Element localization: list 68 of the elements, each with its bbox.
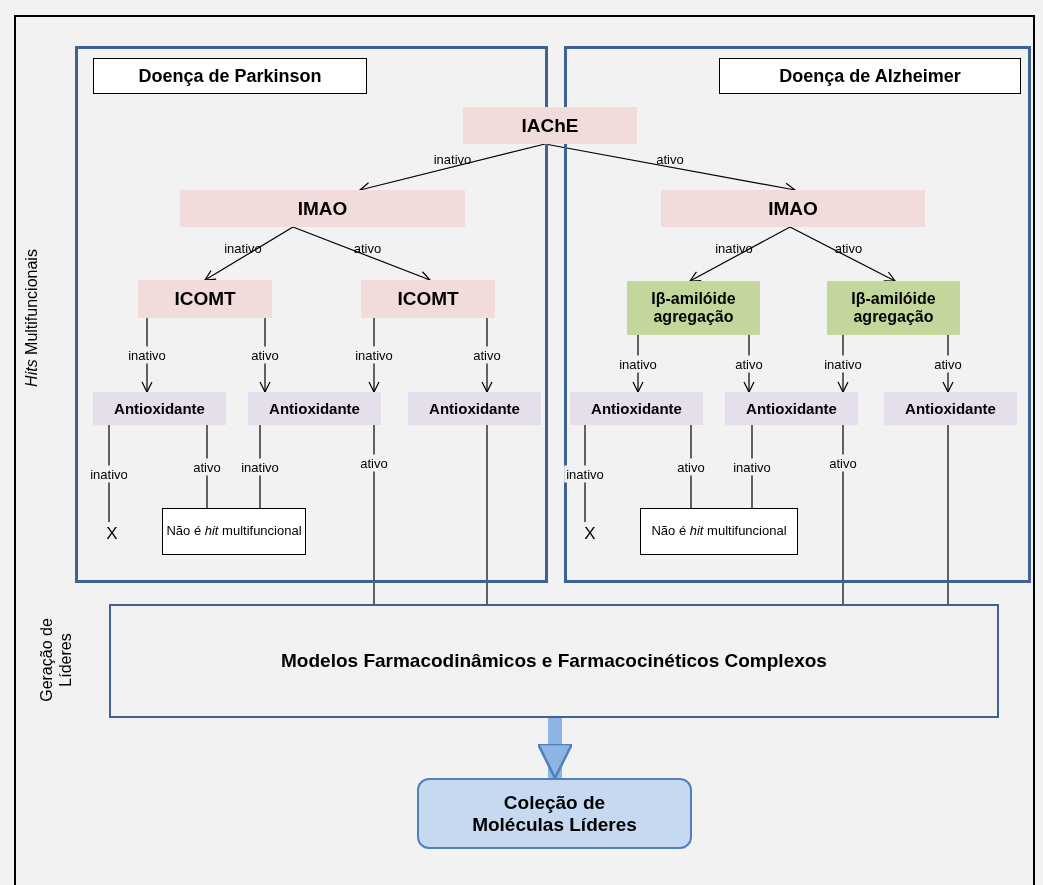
- edge-label: inativo: [223, 239, 263, 256]
- edge-label: ativo: [249, 346, 281, 364]
- edge-label: inativo: [617, 355, 659, 372]
- arrow: [689, 226, 791, 282]
- edge-label: inativo: [432, 150, 473, 168]
- arrow: [259, 317, 271, 393]
- test-box: ICOMT: [361, 280, 495, 318]
- test-box: Iβ-amilóide agregação: [827, 281, 960, 335]
- connector-line: [947, 424, 949, 605]
- arrow: [942, 334, 954, 393]
- side-label: Geração de Líderes: [36, 617, 75, 704]
- edge-label: ativo: [471, 346, 503, 364]
- connector-line: [690, 424, 692, 509]
- test-box: Iβ-amilóide agregação: [627, 281, 760, 335]
- test-box: ICOMT: [138, 280, 272, 318]
- result-box: Não é hit multifuncional: [162, 508, 306, 555]
- arrow: [204, 226, 294, 281]
- side-label: Hits Multifuncionais: [22, 249, 42, 387]
- result-mark: X: [100, 522, 124, 546]
- test-box: Antioxidante: [570, 392, 703, 425]
- edge-label: inativo: [126, 346, 168, 364]
- edge-label: ativo: [191, 458, 223, 475]
- arrow: [141, 317, 153, 393]
- edge-label: ativo: [358, 454, 390, 472]
- edge-label: ativo: [932, 355, 964, 372]
- edge-label: inativo: [822, 355, 864, 372]
- test-box: Antioxidante: [884, 392, 1017, 425]
- model-box: Modelos Farmacodinâmicos e Farmacocinéticos Complexos: [109, 604, 999, 718]
- edge-label: ativo: [675, 458, 707, 475]
- arrow: [481, 317, 493, 393]
- edge-label: inativo: [564, 465, 606, 482]
- connector-line: [584, 424, 586, 523]
- test-box: Antioxidante: [248, 392, 381, 425]
- edge-label: inativo: [353, 346, 395, 364]
- edge-label: ativo: [352, 239, 383, 256]
- arrow: [632, 334, 644, 393]
- result-box: Não é hit multifuncional: [640, 508, 798, 555]
- connector-line: [751, 424, 753, 509]
- connector-line: [108, 424, 110, 523]
- test-box: Antioxidante: [93, 392, 226, 425]
- arrow: [368, 317, 380, 393]
- test-box: Antioxidante: [725, 392, 858, 425]
- arrow: [789, 226, 896, 282]
- block-arrow: [536, 718, 574, 780]
- arrow: [743, 334, 755, 393]
- connector-line: [206, 424, 208, 509]
- arrow: [837, 334, 849, 393]
- edge-label: inativo: [88, 465, 130, 482]
- panel-heading: Doença de Parkinson: [93, 58, 367, 94]
- edge-label: ativo: [833, 239, 864, 257]
- edge-label: inativo: [731, 458, 773, 475]
- edge-label: inativo: [714, 239, 754, 257]
- test-box: IMAO: [661, 190, 925, 227]
- edge-label: ativo: [733, 355, 765, 372]
- connector-line: [486, 424, 488, 605]
- panel-heading: Doença de Alzheimer: [719, 58, 1021, 94]
- result-mark: X: [578, 522, 602, 546]
- test-box: IAChE: [463, 107, 637, 144]
- test-box: IMAO: [180, 190, 465, 227]
- edge-label: ativo: [827, 454, 859, 472]
- connector-line: [259, 424, 261, 509]
- connector-line: [842, 424, 844, 605]
- connector-line: [373, 424, 375, 605]
- arrow: [292, 226, 431, 282]
- edge-label: inativo: [239, 458, 281, 475]
- test-box: Antioxidante: [408, 392, 541, 425]
- output-box: Coleção de Moléculas Líderes: [417, 778, 692, 849]
- edge-label: ativo: [655, 150, 685, 168]
